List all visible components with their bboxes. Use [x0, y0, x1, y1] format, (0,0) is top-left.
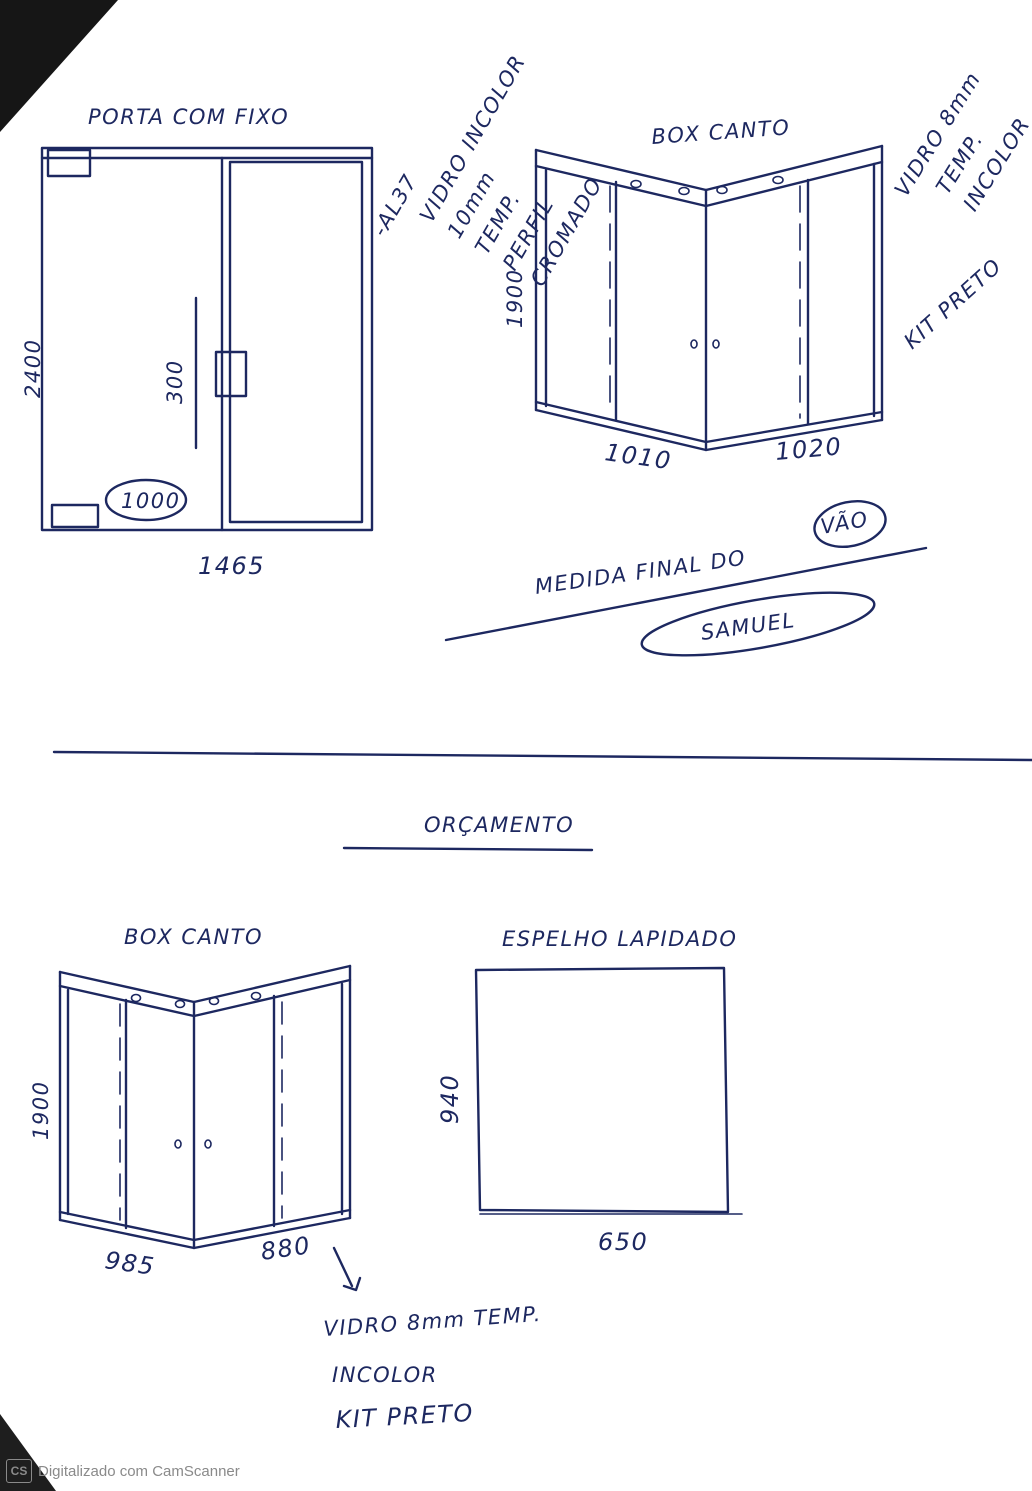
fixed-panel [228, 160, 364, 524]
box-bottom-roller [130, 993, 142, 1003]
box-top-drawing: BOX CANTO 1900 1010 1020 VIDRO 8mm TEMP.… [503, 67, 1032, 475]
quote-underline [342, 846, 594, 852]
box-bottom-knob [204, 1139, 212, 1149]
box-bottom-note: INCOLOR [332, 1363, 438, 1387]
box-top-knob [690, 339, 698, 349]
box-bottom-right-width: 880 [259, 1231, 313, 1266]
door-width-label: 1465 [198, 552, 265, 580]
box-bottom-note: VIDRO 8mm TEMP. [323, 1302, 543, 1341]
door-leaf-width-label: 1000 [121, 489, 180, 513]
box-top-roller [716, 185, 728, 195]
final-measure-underline [444, 546, 928, 642]
door-lock-box [214, 350, 248, 398]
mirror-drawing: ESPELHO LAPIDADO 940 650 [436, 927, 743, 1256]
door-note: -AL37 [368, 170, 423, 241]
box-top-knob [712, 339, 720, 349]
door-drawing: PORTA COM FIXO 2400 300 1000 1465 -AL37 … [21, 50, 607, 580]
vao-circle [813, 500, 887, 548]
box-bottom-note: KIT PRETO [335, 1399, 475, 1434]
box-top-note: KIT PRETO [899, 254, 1006, 354]
camscanner-logo-icon: CS [6, 1459, 32, 1483]
box-bottom-roller [174, 999, 186, 1009]
box-bottom-rail [58, 978, 352, 1018]
box-bottom-arrow-head [342, 1276, 362, 1292]
scanner-watermark: CS Digitalizado com CamScanner [6, 1458, 240, 1484]
door-top-hinge [46, 148, 92, 178]
mirror-title: ESPELHO LAPIDADO [502, 927, 737, 951]
box-bottom-knob [174, 1139, 182, 1149]
signature-text: SAMUEL [699, 608, 797, 645]
quote-section: ORÇAMENTO [342, 813, 594, 852]
box-bottom-roller [208, 996, 220, 1006]
quote-title: ORÇAMENTO [424, 813, 574, 837]
box-bottom-drawing: BOX CANTO 1900 985 880 VIDRO 8mm TEMP. I… [29, 925, 542, 1434]
door-height-label: 2400 [21, 339, 45, 398]
box-bottom-roller [250, 991, 262, 1001]
section-divider [52, 750, 1032, 762]
box-bottom-left-width: 985 [103, 1246, 157, 1281]
door-handle-label: 300 [163, 359, 187, 404]
door-outer-frame [40, 146, 374, 532]
box-top-left-width: 1010 [603, 438, 673, 475]
corner-shadow-top-left [0, 0, 118, 132]
box-top-roller [678, 186, 690, 196]
scanner-text: Digitalizado com CamScanner [38, 1462, 240, 1480]
box-top-right-width: 1020 [774, 432, 843, 466]
box-bottom-arrow-shaft [332, 1246, 354, 1288]
final-measure-text: MEDIDA FINAL DO [533, 546, 747, 599]
box-top-notes: VIDRO 8mm TEMP. INCOLOR [890, 67, 1032, 215]
corner-shadow-bottom-left [0, 1414, 56, 1491]
box-bottom-height-label: 1900 [29, 1081, 53, 1140]
mirror-height-label: 940 [436, 1074, 464, 1124]
box-top-roller [630, 179, 642, 189]
door-title: PORTA COM FIXO [88, 105, 289, 129]
box-top-height-label: 1900 [503, 269, 527, 328]
mirror-width-label: 650 [598, 1228, 648, 1256]
final-measure-note: MEDIDA FINAL DO VÃO SAMUEL [444, 500, 928, 657]
signature-circle [640, 591, 876, 657]
box-top-title: BOX CANTO [651, 115, 791, 149]
mirror-outline [474, 966, 730, 1214]
box-bottom-title: BOX CANTO [124, 925, 263, 949]
leaf-width-circle [104, 478, 188, 522]
box-top-roller [772, 175, 784, 185]
door-bottom-hinge [50, 503, 100, 529]
